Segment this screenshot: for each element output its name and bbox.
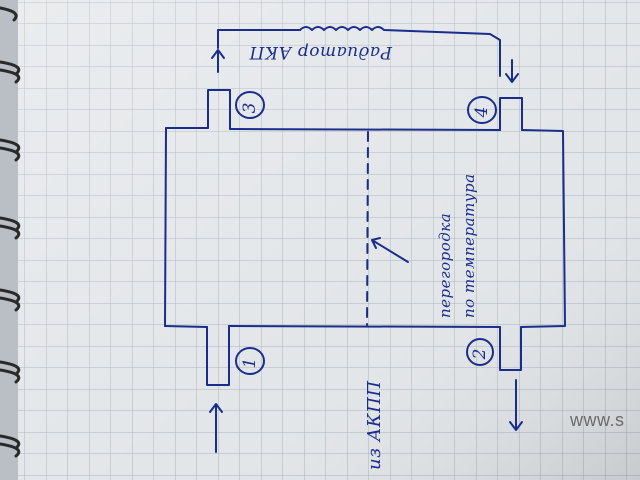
pipe-2 <box>499 326 522 371</box>
radiator-label: Радиатор АКП <box>249 42 392 62</box>
radiator-line <box>217 26 501 77</box>
arrow-out-3 <box>211 49 225 73</box>
cooler-body <box>164 127 566 328</box>
partition-label-line1: перегородка <box>436 212 454 318</box>
partition-pointer-arrow <box>371 237 409 263</box>
sketch-drawing <box>164 26 566 453</box>
partition-label-line2: по температура <box>460 173 478 318</box>
port-number-1: 1 <box>240 357 260 369</box>
watermark-text: www.s <box>570 410 625 430</box>
port-number-4: 4 <box>472 106 492 118</box>
spiral-binding <box>0 6 21 458</box>
port-number-3: 3 <box>240 102 260 114</box>
pipe-4 <box>499 97 523 131</box>
arrow-in-1 <box>209 403 223 453</box>
port-number-2: 2 <box>470 348 490 360</box>
from-akpp-label: из АКПП <box>364 380 385 470</box>
partition-line <box>366 131 369 326</box>
arrow-out-2 <box>509 379 523 431</box>
pipe-1 <box>206 325 230 386</box>
arrow-in-4 <box>505 59 519 83</box>
pipe-3 <box>207 89 231 130</box>
